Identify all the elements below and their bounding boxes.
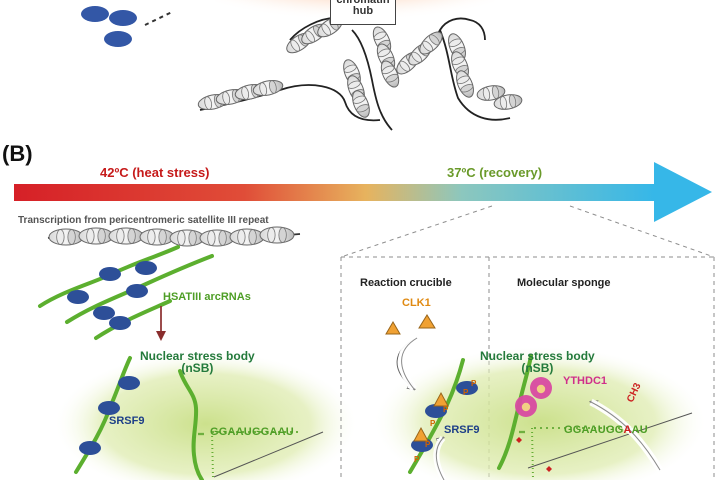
clk1-label: CLK1 bbox=[402, 297, 431, 309]
nucleosome-icon bbox=[352, 90, 370, 118]
satellite-nucleosome-row bbox=[48, 226, 295, 247]
left-sequence-label: GGAAUGGAAU bbox=[210, 426, 294, 438]
molecular-sponge-arrow-border bbox=[590, 401, 661, 471]
clk1-icons bbox=[385, 314, 436, 335]
svg-text:P: P bbox=[414, 455, 420, 464]
right-sequence-after: AU bbox=[631, 424, 648, 436]
recovery-label: 37ºC (recovery) bbox=[447, 165, 543, 180]
right-nsb-label: Nuclear stress body (nSB) bbox=[480, 350, 595, 374]
molecular-sponge-label: Molecular sponge bbox=[517, 277, 611, 289]
chromatin-nucleosomes bbox=[197, 16, 523, 118]
release-arrow-border bbox=[435, 437, 445, 480]
chromatin-hub-line1: chromatin bbox=[336, 0, 390, 6]
nucleosome-icon bbox=[476, 85, 506, 101]
left-nsb-line2: (nSB) bbox=[181, 361, 214, 375]
transcription-label: Transcription from pericentromeric satel… bbox=[18, 215, 269, 226]
right-sequence-modified-base: A bbox=[623, 424, 632, 436]
left-nsb-label: Nuclear stress body (nSB) bbox=[140, 350, 255, 374]
svg-text:P: P bbox=[471, 379, 477, 388]
svg-text:P: P bbox=[463, 388, 469, 397]
nucleosome-icon bbox=[229, 228, 265, 246]
svg-text:P: P bbox=[443, 405, 449, 414]
methyl-marks bbox=[516, 437, 552, 472]
chromatin-hub-label: chromatin hub bbox=[330, 0, 396, 25]
protein-cluster-icon bbox=[81, 6, 173, 47]
right-nsb-line1: Nuclear stress body bbox=[480, 349, 595, 363]
chromatin-hub-line2: hub bbox=[352, 5, 374, 17]
nucleosome-icon bbox=[252, 79, 284, 97]
nucleosome-icon bbox=[199, 229, 235, 247]
heat-stress-label: 42ºC (heat stress) bbox=[100, 165, 210, 180]
nucleosome-icon bbox=[139, 228, 175, 246]
svg-text:P: P bbox=[425, 440, 431, 449]
nucleosome-icon bbox=[108, 227, 144, 245]
right-sequence-label: GGAAUGGAAU bbox=[564, 425, 648, 436]
panel-a-group bbox=[81, 0, 523, 131]
nucleosome-icon bbox=[48, 228, 84, 246]
nucleosome-icon bbox=[419, 31, 443, 55]
left-nsb-content bbox=[74, 356, 324, 480]
reaction-crucible-arrow-border bbox=[401, 337, 418, 390]
right-srsf9-label: SRSF9 bbox=[444, 424, 480, 436]
arcrna-complexes bbox=[38, 245, 214, 340]
right-nsb-line2: (nSB) bbox=[521, 361, 554, 375]
left-nsb-line1: Nuclear stress body bbox=[140, 349, 255, 363]
nucleosome-icon bbox=[169, 229, 205, 247]
reaction-crucible-label: Reaction crucible bbox=[360, 277, 452, 289]
nucleosome-icon bbox=[78, 227, 114, 245]
panel-b-timeline bbox=[14, 162, 712, 222]
right-pathway: P P P P P P bbox=[375, 314, 705, 480]
nucleosome-icon bbox=[380, 60, 400, 88]
hsatiii-label: HSATIII arcRNAs bbox=[163, 291, 251, 303]
right-sequence-before: GGAAUGG bbox=[564, 424, 624, 436]
nucleosome-icon bbox=[259, 226, 295, 244]
phosphate-markers: P P P P P P bbox=[414, 379, 477, 464]
left-srsf9-label: SRSF9 bbox=[109, 415, 145, 427]
panel-b-label: (B) bbox=[2, 141, 33, 166]
ythdc1-label: YTHDC1 bbox=[563, 375, 608, 387]
svg-text:P: P bbox=[430, 419, 436, 428]
left-pathway bbox=[38, 226, 356, 480]
nucleosome-icon bbox=[456, 70, 474, 98]
nucleosome-icon bbox=[493, 94, 523, 110]
